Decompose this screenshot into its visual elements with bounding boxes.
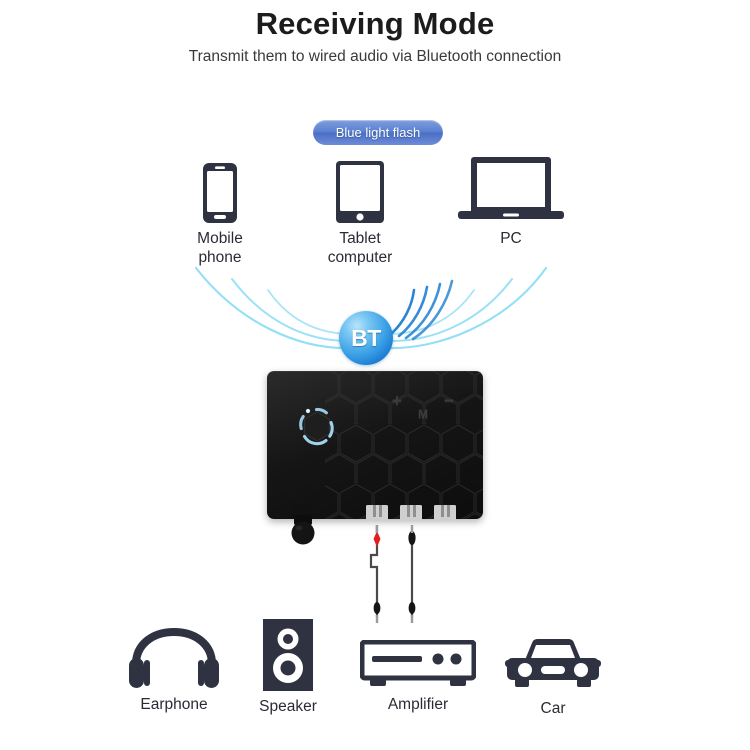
output-device-label: Car [540, 700, 566, 717]
volume-down-button[interactable]: − [444, 391, 454, 410]
source-device-label: Tablet computer [327, 230, 393, 267]
source-device-pc: PC [446, 156, 576, 248]
volume-knob-with-led-ring[interactable] [293, 403, 341, 451]
honeycomb-texture [325, 371, 483, 519]
source-device-label: PC [500, 230, 522, 247]
bluetooth-sphere-icon: BT [339, 311, 393, 365]
volume-up-button[interactable]: + [392, 391, 402, 410]
page-subtitle: Transmit them to wired audio via Bluetoo… [188, 48, 562, 65]
bluetooth-label: BT [351, 324, 381, 351]
source-device-mobile-phone: Mobile phone [168, 162, 272, 268]
amplifier-icon [348, 640, 488, 690]
speaker-icon [240, 618, 336, 692]
headphone-icon [118, 628, 230, 690]
source-device-tablet: Tablet computer [305, 160, 415, 268]
source-device-label: Mobile phone [197, 230, 243, 267]
rca-output-jacks [366, 505, 456, 521]
output-device-label: Amplifier [387, 696, 449, 713]
device-ports-and-cables [291, 505, 456, 623]
rca-cable-red [369, 525, 381, 623]
status-badge-blue-light-flash: Blue light flash [313, 120, 443, 145]
mode-button[interactable]: M [418, 407, 428, 421]
output-device-label: Earphone [140, 696, 208, 713]
output-device-car: Car [500, 636, 606, 718]
output-device-earphone: Earphone [118, 628, 230, 714]
rca-cable-black [408, 525, 416, 623]
output-device-label: Speaker [259, 698, 317, 715]
mobile-phone-icon [168, 162, 272, 224]
tablet-icon [305, 160, 415, 224]
car-icon [500, 636, 606, 694]
output-device-speaker: Speaker [240, 618, 336, 716]
page-title: Receiving Mode [255, 6, 495, 41]
bluetooth-audio-receiver: + M − [267, 371, 483, 519]
laptop-icon [446, 156, 576, 224]
output-device-amplifier: Amplifier [348, 640, 488, 714]
antenna-knob [291, 505, 315, 545]
status-badge-label: Blue light flash [335, 125, 421, 140]
